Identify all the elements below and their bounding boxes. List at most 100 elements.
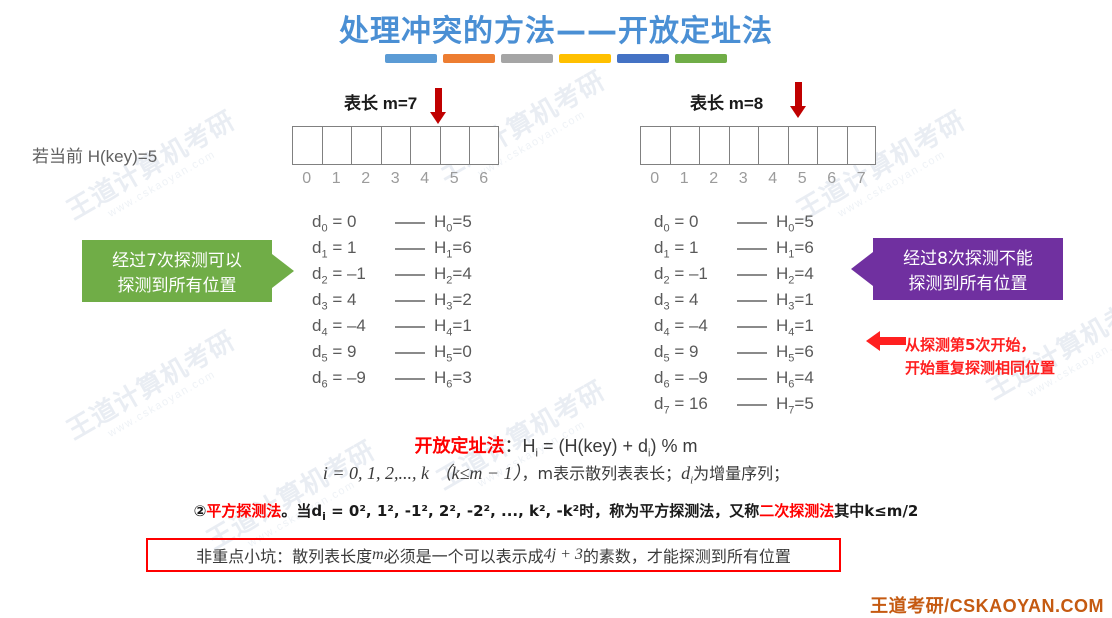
probe-dash bbox=[395, 222, 425, 224]
probe-row: d2 = –1 H2=4 bbox=[654, 262, 814, 288]
formula-H: H bbox=[522, 436, 536, 456]
hash-cell[interactable] bbox=[640, 126, 670, 165]
probe-row: d4 = –4 H4=1 bbox=[312, 314, 472, 340]
title-bar-1 bbox=[385, 54, 437, 63]
probe-h: H4=1 bbox=[434, 315, 472, 339]
callout-green-7-probes: 经过7次探测可以 探测到所有位置 bbox=[82, 240, 294, 302]
hash-cell[interactable] bbox=[846, 126, 876, 165]
title-bar-3 bbox=[501, 54, 553, 63]
probe-dash bbox=[737, 248, 767, 250]
hash-index-label: 0 bbox=[302, 170, 312, 187]
probe-d: d1 = 1 bbox=[312, 237, 357, 261]
probe-h: H0=5 bbox=[434, 211, 472, 235]
quadratic-probing-term: 二次探测法 bbox=[759, 502, 835, 520]
probe-d: d3 = 4 bbox=[654, 289, 699, 313]
probe-h: H5=0 bbox=[434, 341, 472, 365]
probe-row: d5 = 9 H5=6 bbox=[654, 340, 814, 366]
formula-d-desc: 为增量序列； bbox=[693, 464, 790, 483]
probe-d: d0 = 0 bbox=[654, 211, 699, 235]
probe-dash bbox=[737, 378, 767, 380]
probe-d: d4 = –4 bbox=[654, 315, 708, 339]
hash-cell[interactable] bbox=[351, 126, 381, 165]
probe-h: H2=4 bbox=[776, 263, 814, 287]
callout-purple-8-probes: 经过8次探测不能 探测到所有位置 bbox=[851, 238, 1063, 300]
probe-dash bbox=[395, 326, 425, 328]
probe-row: d7 = 16 H7=5 bbox=[654, 392, 814, 418]
hash-index-label: 5 bbox=[797, 170, 807, 187]
square-probing-term: 平方探测法 bbox=[206, 502, 282, 520]
probe-row: d5 = 9 H5=0 bbox=[312, 340, 472, 366]
slide-title: 处理冲突的方法——开放定址法 bbox=[339, 14, 773, 49]
repeat-probe-note: 从探测第5次开始， 开始重复探测相同位置 bbox=[905, 334, 1055, 379]
probe-h: H6=3 bbox=[434, 367, 472, 391]
hash-cell[interactable] bbox=[321, 126, 351, 165]
title-decoration-bars bbox=[0, 54, 1112, 63]
hash-cell[interactable] bbox=[439, 126, 469, 165]
hash-cell[interactable] bbox=[669, 126, 699, 165]
callout-purple-line2: 探测到所有位置 bbox=[908, 273, 1028, 294]
probe-h: H0=5 bbox=[776, 211, 814, 235]
probe-row: d3 = 4 H3=2 bbox=[312, 288, 472, 314]
hash-cell[interactable] bbox=[817, 126, 847, 165]
probe-h: H4=1 bbox=[776, 315, 814, 339]
hash-index-label: 5 bbox=[449, 170, 459, 187]
square-probing-line: ②平方探测法。当di = 0², 1², -1², 2², -2², ..., … bbox=[0, 500, 1112, 523]
formula-colon: ： bbox=[504, 436, 523, 456]
probe-h: H3=1 bbox=[776, 289, 814, 313]
square-probing-text1: 。当d bbox=[281, 502, 323, 520]
hash-cell[interactable] bbox=[469, 126, 499, 165]
hash-cell[interactable] bbox=[410, 126, 440, 165]
hash-index-label: 0 bbox=[650, 170, 660, 187]
probe-dash bbox=[395, 300, 425, 302]
formula-i-range: i = 0, 1, 2,..., k bbox=[322, 463, 429, 483]
title-bar-2 bbox=[443, 54, 495, 63]
arrow-shaft bbox=[434, 88, 442, 112]
probe-dash bbox=[737, 352, 767, 354]
callout-purple-line1: 经过8次探测不能 bbox=[903, 249, 1033, 269]
current-hash-note: 若当前 H(key)=5 bbox=[32, 147, 158, 166]
probe-d: d2 = –1 bbox=[654, 263, 708, 287]
watermark: 王道计算机考研 www.cskaoyan.com bbox=[62, 105, 247, 237]
pitfall-text-c: 的素数，才能探测到所有位置 bbox=[582, 547, 791, 566]
hash-index-label: 3 bbox=[738, 170, 748, 187]
hash-cell[interactable] bbox=[728, 126, 758, 165]
pointer-arrow-m8 bbox=[790, 82, 806, 118]
probe-h: H7=5 bbox=[776, 393, 814, 417]
probe-dash bbox=[737, 326, 767, 328]
arrow-shaft bbox=[794, 82, 802, 106]
hash-index-label: 2 bbox=[709, 170, 719, 187]
callout-purple-tip bbox=[851, 252, 873, 286]
probe-dash bbox=[737, 300, 767, 302]
formula-k-range: （k≤m − 1） bbox=[433, 463, 522, 483]
hash-cell[interactable] bbox=[699, 126, 729, 165]
probe-d: d5 = 9 bbox=[312, 341, 357, 365]
probe-list-m8: d0 = 0 H0=5 d1 = 1 H1=6 d2 = –1 H2=4 d3 … bbox=[654, 210, 814, 418]
callout-green-line2: 探测到所有位置 bbox=[117, 275, 237, 296]
watermark-seal: 王道计算机考研 bbox=[791, 104, 971, 226]
table-caption-m8: 表长 m=8 bbox=[690, 94, 764, 113]
title-bar-5 bbox=[617, 54, 669, 63]
hash-cell[interactable] bbox=[292, 126, 322, 165]
probe-dash bbox=[737, 222, 767, 224]
table-caption-m7: 表长 m=7 bbox=[344, 94, 418, 113]
probe-dash bbox=[395, 352, 425, 354]
hash-index-label: 6 bbox=[827, 170, 837, 187]
title-bar-4 bbox=[559, 54, 611, 63]
square-probing-d-sub: i bbox=[322, 510, 326, 523]
probe-dash bbox=[737, 404, 767, 406]
probe-d: d7 = 16 bbox=[654, 393, 708, 417]
probe-h: H3=2 bbox=[434, 289, 472, 313]
formula-index-range: i = 0, 1, 2,..., k （k≤m − 1），m表示散列表表长；di… bbox=[0, 459, 1112, 487]
hash-cell[interactable] bbox=[758, 126, 788, 165]
hash-cell[interactable] bbox=[380, 126, 410, 165]
hash-index-label: 4 bbox=[768, 170, 778, 187]
hash-index-label: 3 bbox=[390, 170, 400, 187]
hash-table-m7 bbox=[292, 126, 499, 165]
repeat-probe-note-line1: 从探测第5次开始， bbox=[905, 336, 1036, 354]
formula-d-sub: i bbox=[648, 447, 651, 460]
probe-row: d4 = –4 H4=1 bbox=[654, 314, 814, 340]
formula-d-index: i bbox=[690, 474, 694, 487]
title-bar-6 bbox=[675, 54, 727, 63]
hash-cell[interactable] bbox=[787, 126, 817, 165]
